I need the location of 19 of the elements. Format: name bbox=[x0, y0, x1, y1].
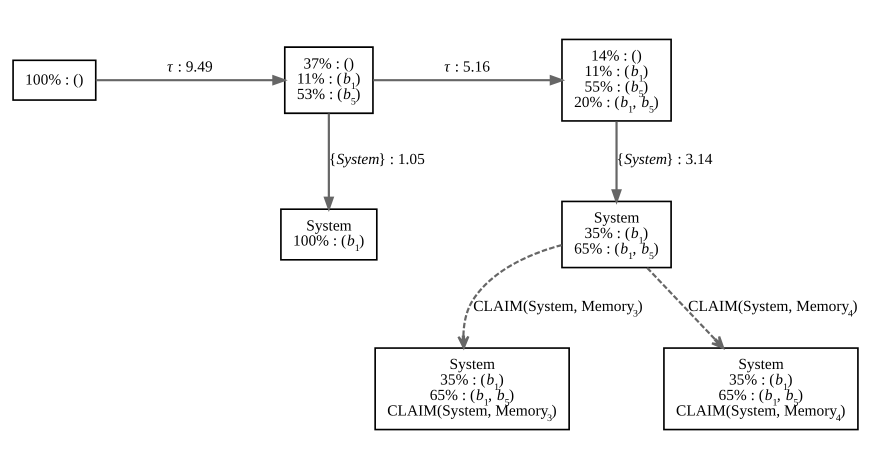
node-box: System 100% : (b$_{1}$) bbox=[280, 208, 378, 261]
node-box: 14% : () 11% : (b$_{1}$) 55% : (b$_{5}$) 20% : (b$_{1}$, b$_{5}$) bbox=[561, 38, 672, 122]
arrow bbox=[373, 74, 566, 86]
edge-label: {System} : 1.05 bbox=[328, 151, 425, 168]
arrow bbox=[96, 74, 288, 86]
node-box: System 35% : (b$_{1}$) 65% : (b$_{1}$, b$_{5}$) CLAIM(System, Memory$_{4}$) bbox=[663, 347, 859, 430]
edge-label: τ : 9.49 bbox=[167, 58, 213, 76]
arrow bbox=[457, 244, 562, 349]
arrow bbox=[646, 267, 724, 350]
edge-label: {System} : 3.14 bbox=[616, 151, 713, 168]
node-box: System 35% : (b$_{1}$) 65% : (b$_{1}$, b$_{5}$) bbox=[561, 200, 672, 268]
node-box: System 35% : (b$_{1}$) 65% : (b$_{1}$, b$_{5}$) CLAIM(System, Memory$_{3}$) bbox=[374, 347, 570, 430]
edge-label: CLAIM(System, Memory$_{3}$) bbox=[473, 298, 643, 320]
node-box: 100% : () bbox=[12, 60, 97, 101]
arrow bbox=[323, 114, 334, 212]
node-box: 37% : () 11% : (b$_{1}$) 53% : (b$_{5}$) bbox=[284, 46, 374, 114]
edge-label: CLAIM(System, Memory$_{4}$) bbox=[688, 298, 858, 320]
arrow bbox=[611, 121, 622, 205]
edge-label: τ : 5.16 bbox=[444, 58, 490, 76]
